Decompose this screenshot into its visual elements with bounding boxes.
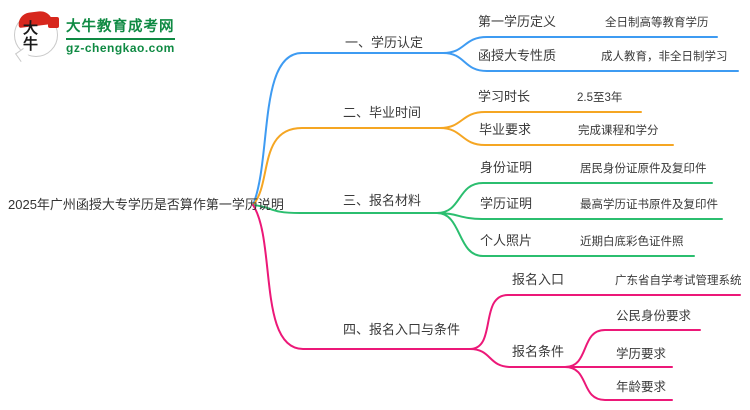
branch2-child1-value: 2.5至3年 bbox=[577, 92, 623, 104]
branch1-child2-label: 函授大专性质 bbox=[478, 48, 557, 63]
branch2-main-line bbox=[252, 127, 441, 206]
branch4-child1-value: 广东省自学考试管理系统 bbox=[615, 275, 742, 287]
branch3-child1-value: 居民身份证原件及复印件 bbox=[580, 163, 707, 175]
site-name: 大牛教育成考网 bbox=[66, 19, 175, 35]
branch4-child1-line bbox=[469, 294, 741, 350]
branch3-child2-line bbox=[436, 212, 723, 220]
branch1-label: 一、学历认定 bbox=[345, 35, 424, 50]
branch2-child2-line bbox=[439, 127, 674, 146]
branch4-sub1-line bbox=[564, 329, 701, 368]
branch4-label: 四、报名入口与条件 bbox=[343, 322, 461, 337]
branch4-child2-label: 报名条件 bbox=[512, 344, 565, 359]
branch2-child1-label: 学习时长 bbox=[478, 89, 531, 104]
branch1-child1-line bbox=[442, 36, 718, 54]
logo-red-seal-icon bbox=[48, 17, 59, 28]
root-topic: 2025年广州函授大专学历是否算作第一学历说明 bbox=[8, 197, 284, 212]
branch1-main-line bbox=[252, 52, 444, 206]
branch1-child1-value: 全日制高等教育学历 bbox=[605, 17, 709, 29]
branch4-sub1-label: 公民身份要求 bbox=[616, 309, 692, 323]
site-logo: 大牛 大牛教育成考网 gz-chengkao.com bbox=[14, 9, 175, 62]
branch3-child2-value: 最高学历证书原件及复印件 bbox=[580, 199, 718, 211]
branch2-child2-label: 毕业要求 bbox=[479, 122, 532, 137]
branch1-child1-label: 第一学历定义 bbox=[478, 14, 557, 29]
branch3-child2-label: 学历证明 bbox=[480, 196, 533, 211]
branch2-child1-line bbox=[439, 111, 642, 129]
branch4-sub3-line bbox=[564, 366, 673, 401]
branch3-child3-label: 个人照片 bbox=[480, 233, 533, 248]
branch4-child2-line bbox=[469, 348, 566, 368]
branch3-child1-line bbox=[436, 182, 713, 214]
branch3-child3-value: 近期白底彩色证件照 bbox=[580, 236, 684, 248]
site-domain: gz-chengkao.com bbox=[66, 38, 175, 55]
branch3-label: 三、报名材料 bbox=[343, 193, 422, 208]
logo-text-block: 大牛教育成考网 gz-chengkao.com bbox=[66, 15, 175, 55]
branch1-child2-line bbox=[442, 52, 739, 72]
branch4-sub3-label: 年龄要求 bbox=[616, 380, 667, 394]
branch2-child2-value: 完成课程和学分 bbox=[578, 125, 659, 137]
branch4-sub2-label: 学历要求 bbox=[616, 347, 667, 361]
logo-badge-text: 大牛 bbox=[23, 21, 39, 53]
logo-badge-icon: 大牛 bbox=[14, 9, 59, 62]
branch3-child3-line bbox=[436, 212, 695, 257]
branch4-child1-label: 报名入口 bbox=[512, 272, 565, 287]
branch3-main-line bbox=[252, 204, 438, 214]
branch2-label: 二、毕业时间 bbox=[343, 105, 422, 120]
branch1-child2-value: 成人教育，非全日制学习 bbox=[601, 51, 728, 63]
branch3-child1-label: 身份证明 bbox=[480, 160, 533, 175]
branch4-main-line bbox=[252, 204, 471, 350]
